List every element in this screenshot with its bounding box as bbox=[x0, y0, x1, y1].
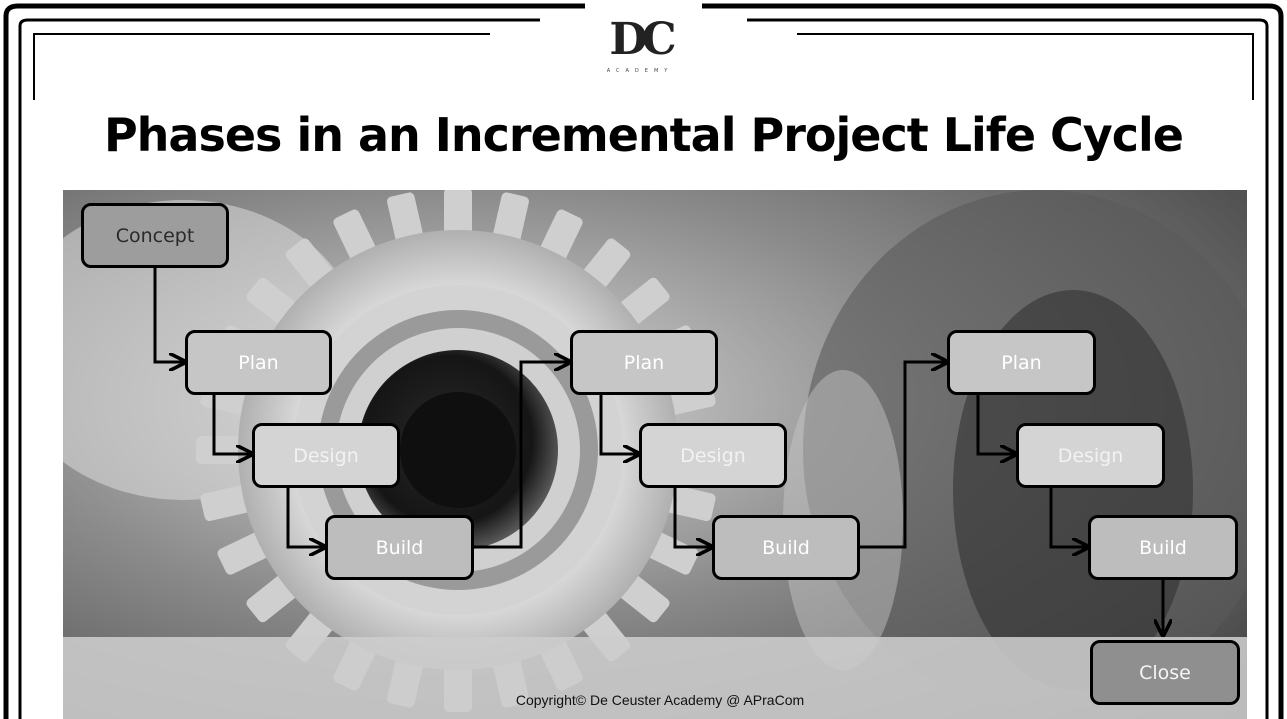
phase-design-1-label: Design bbox=[293, 444, 359, 467]
phase-build-3: Build bbox=[1088, 515, 1238, 580]
phase-build-2-label: Build bbox=[762, 536, 810, 559]
logo-subtitle: ACADEMY bbox=[606, 68, 674, 74]
copyright-text: Copyright© De Ceuster Academy @ APraCom bbox=[515, 692, 805, 708]
phase-plan-3: Plan bbox=[947, 330, 1096, 395]
academy-logo: DC ACADEMY bbox=[590, 10, 690, 90]
logo-mark: DC bbox=[609, 14, 676, 65]
phase-design-2: Design bbox=[639, 423, 787, 488]
phase-plan-1: Plan bbox=[185, 330, 332, 395]
arrow-build-2-to-plan-3 bbox=[860, 362, 947, 549]
arrow-plan-1-to-design-1 bbox=[212, 395, 252, 454]
arrow-plan-3-to-design-3 bbox=[976, 395, 1016, 454]
phase-concept-label: Concept bbox=[115, 224, 195, 247]
arrow-design-1-to-build-1 bbox=[286, 488, 325, 547]
phase-concept: Concept bbox=[81, 203, 229, 268]
phase-build-1-label: Build bbox=[375, 536, 424, 559]
phase-close: Close bbox=[1090, 640, 1240, 705]
arrow-design-3-to-build-3 bbox=[1049, 488, 1088, 547]
phase-build-3-label: Build bbox=[1139, 536, 1187, 559]
phase-plan-2: Plan bbox=[570, 330, 718, 395]
phase-build-1: Build bbox=[325, 515, 474, 580]
arrow-build-1-to-plan-2 bbox=[474, 362, 570, 549]
phase-plan-3-label: Plan bbox=[1001, 351, 1042, 374]
phase-design-2-label: Design bbox=[680, 444, 746, 467]
phase-design-3-label: Design bbox=[1057, 444, 1124, 467]
slide-title: Phases in an Incremental Project Life Cy… bbox=[103, 108, 1184, 162]
phase-plan-2-label: Plan bbox=[623, 351, 665, 374]
phase-design-3: Design bbox=[1016, 423, 1165, 488]
arrow-plan-2-to-design-2 bbox=[599, 395, 639, 454]
phase-design-1: Design bbox=[252, 423, 400, 488]
footer-band bbox=[63, 637, 1247, 719]
phase-close-label: Close bbox=[1139, 661, 1191, 684]
arrow-concept-to-plan-1 bbox=[153, 268, 185, 362]
arrow-design-2-to-build-2 bbox=[673, 488, 712, 547]
phase-plan-1-label: Plan bbox=[238, 351, 279, 374]
phase-build-2: Build bbox=[712, 515, 860, 580]
